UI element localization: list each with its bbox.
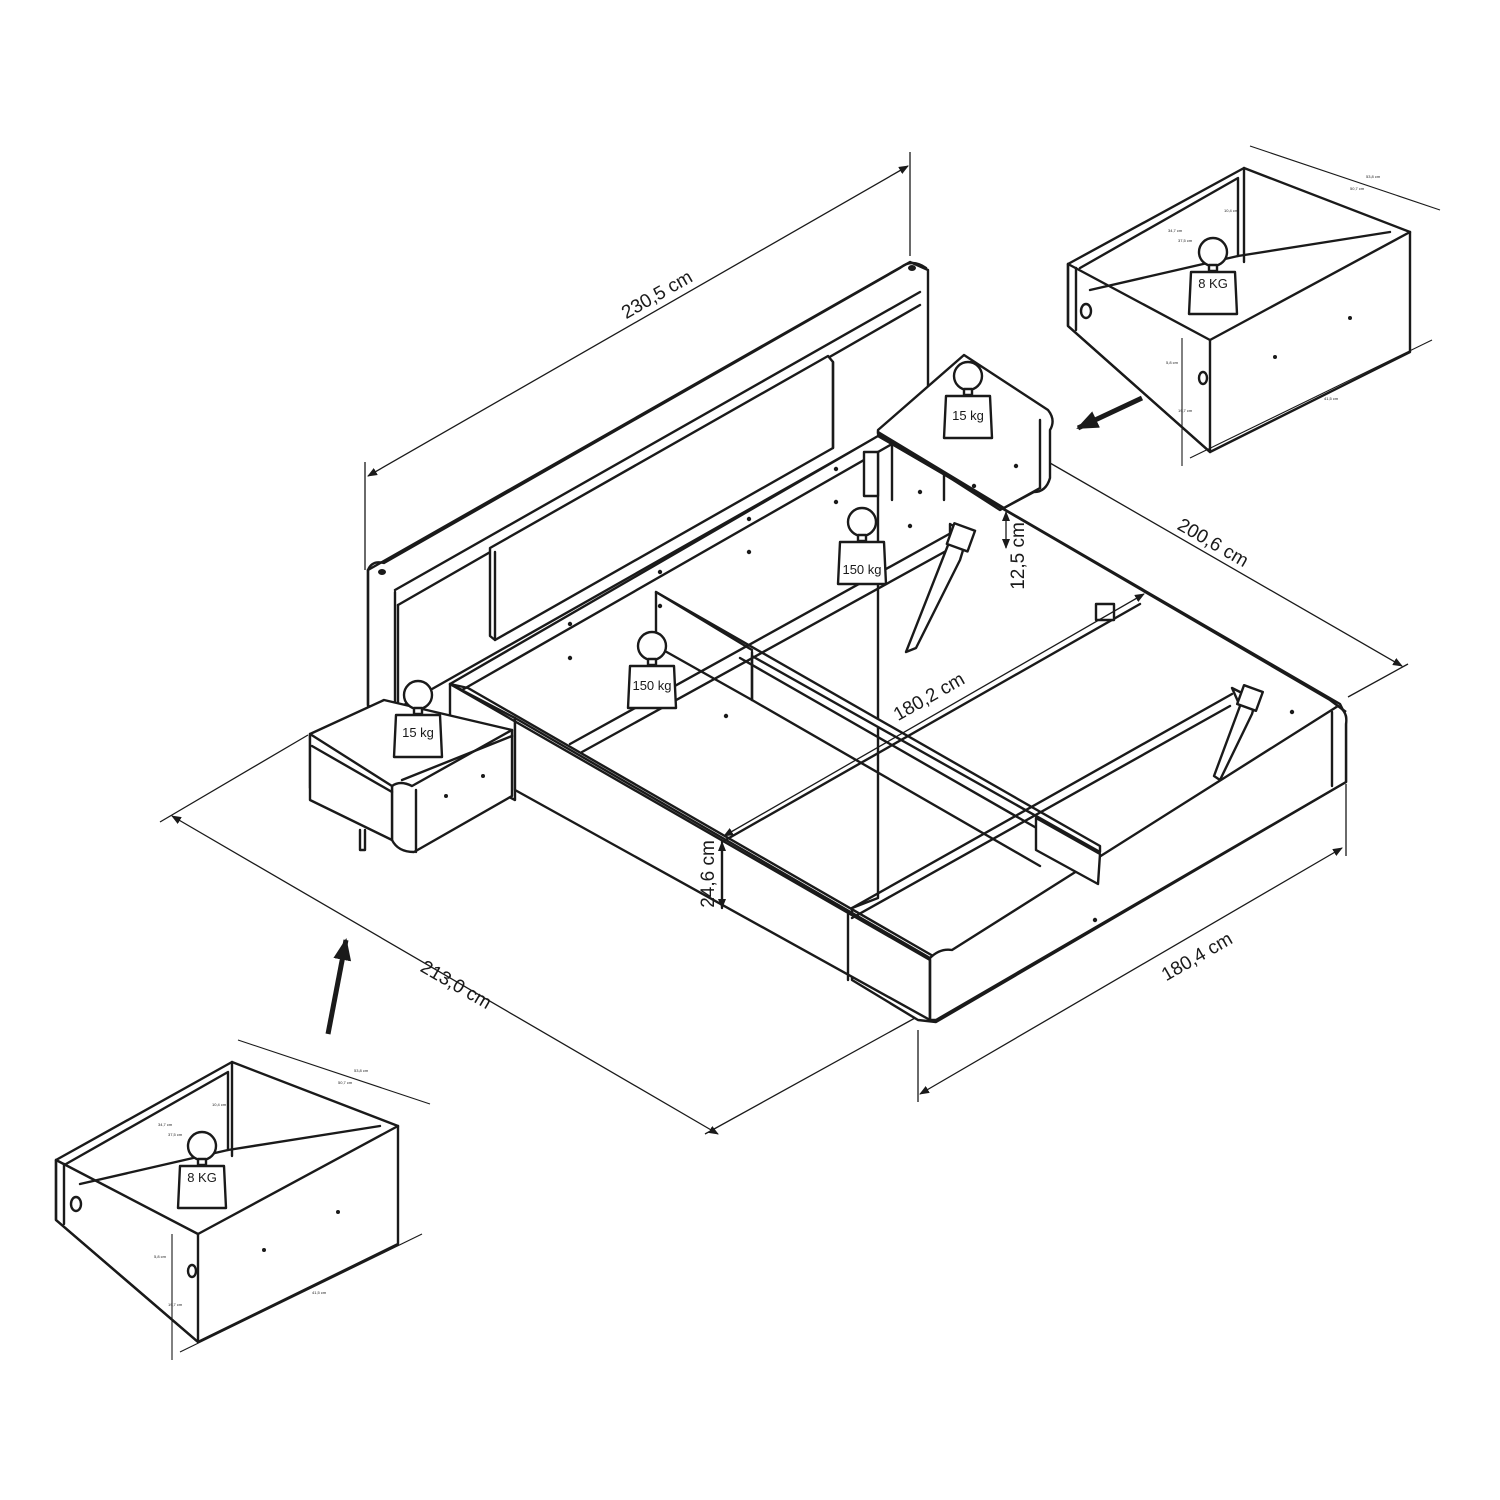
arrow-to-drawer-right: [1076, 395, 1144, 431]
svg-text:5,8 cm: 5,8 cm: [154, 1254, 167, 1259]
svg-text:19,7 cm: 19,7 cm: [168, 1302, 183, 1307]
svg-text:37,5 cm: 37,5 cm: [1178, 238, 1193, 243]
svg-text:15 kg: 15 kg: [402, 725, 434, 740]
svg-text:19,7 cm: 19,7 cm: [1178, 408, 1193, 413]
drawer-bottom-left: 53,8 cm 50,7 cm 34,7 cm 37,5 cm 10,4 cm …: [54, 1039, 431, 1360]
svg-text:10,4 cm: 10,4 cm: [1224, 208, 1239, 213]
svg-text:41,5 cm: 41,5 cm: [312, 1290, 327, 1295]
svg-text:150 kg: 150 kg: [842, 562, 881, 577]
svg-text:8 KG: 8 KG: [1198, 276, 1228, 291]
svg-text:150 kg: 150 kg: [632, 678, 671, 693]
dim-gap-height: 12,5 cm: [1002, 511, 1029, 590]
svg-text:15 kg: 15 kg: [952, 408, 984, 423]
svg-text:230,5 cm: 230,5 cm: [618, 267, 696, 324]
svg-text:53,8 cm: 53,8 cm: [354, 1068, 369, 1073]
weight-drawer-top-right: 8 KG: [1187, 236, 1239, 316]
drawer-top-right: 53,8 cm 50,7 cm 34,7 cm 37,5 cm 10,4 cm …: [1066, 145, 1441, 466]
svg-text:12,5 cm: 12,5 cm: [1008, 522, 1029, 590]
svg-text:5,8 cm: 5,8 cm: [1166, 360, 1179, 365]
svg-text:41,5 cm: 41,5 cm: [1324, 396, 1339, 401]
svg-text:180,4 cm: 180,4 cm: [1158, 929, 1236, 986]
weight-drawer-bottom-left: 8 KG: [176, 1130, 228, 1210]
dim-inner-width: 180,2 cm: [723, 593, 1145, 837]
svg-text:34,7 cm: 34,7 cm: [158, 1122, 173, 1127]
dim-side-length: 200,6 cm: [1049, 462, 1409, 698]
weight-bed-front: 150 kg: [626, 630, 678, 710]
dim-frame-height: 24,6 cm: [698, 840, 726, 909]
svg-text:10,4 cm: 10,4 cm: [212, 1102, 227, 1107]
svg-text:213,0 cm: 213,0 cm: [417, 957, 495, 1014]
svg-text:8 KG: 8 KG: [187, 1170, 217, 1185]
arrow-to-drawer-left: [325, 938, 352, 1035]
svg-text:200,6 cm: 200,6 cm: [1174, 515, 1252, 572]
svg-text:37,5 cm: 37,5 cm: [168, 1132, 183, 1137]
weight-bed-rear: 150 kg: [836, 506, 888, 586]
svg-text:50,7 cm: 50,7 cm: [1350, 186, 1365, 191]
weight-nightstand-right: 15 kg: [942, 360, 994, 440]
svg-text:50,7 cm: 50,7 cm: [338, 1080, 353, 1085]
svg-text:53,8 cm: 53,8 cm: [1366, 174, 1381, 179]
weight-nightstand-left: 15 kg: [392, 679, 444, 759]
svg-text:24,6 cm: 24,6 cm: [698, 840, 719, 908]
svg-text:34,7 cm: 34,7 cm: [1168, 228, 1183, 233]
